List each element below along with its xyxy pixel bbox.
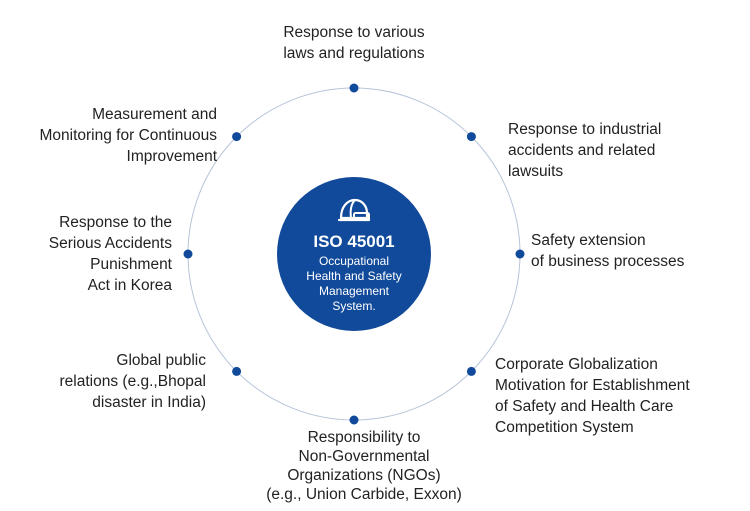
- node-dot-industrial-accidents: [466, 132, 476, 142]
- node-label-laws: Response to various laws and regulations: [283, 24, 425, 62]
- node-dot-public-relations: [232, 366, 242, 376]
- node-label-serious-accidents-act: Response to the Serious Accidents Punish…: [48, 214, 172, 294]
- center-circle: ISO 45001 Occupational Health and Safety…: [277, 177, 431, 331]
- node-dot-laws: [349, 83, 359, 93]
- node-label-monitoring: Measurement and Monitoring for Continuou…: [39, 106, 218, 165]
- node-dot-serious-accidents-act: [183, 249, 193, 259]
- node-label-safety-extension: Safety extension of business processes: [531, 232, 685, 270]
- node-label-ngos: Responsibility to Non-Governmental Organ…: [266, 429, 462, 503]
- node-label-globalization: Corporate Globalization Motivation for E…: [495, 356, 690, 436]
- node-label-industrial-accidents: Response to industrial accidents and rel…: [508, 121, 662, 180]
- center-subtitle: Occupational Health and Safety Managemen…: [306, 254, 402, 313]
- center-title: ISO 45001: [313, 232, 395, 251]
- safety-helmet-icon: [337, 198, 371, 222]
- node-label-public-relations: Global public relations (e.g.,Bhopal dis…: [59, 352, 206, 411]
- node-dot-globalization: [466, 366, 476, 376]
- node-dot-safety-extension: [515, 249, 525, 259]
- node-dot-ngos: [349, 415, 359, 425]
- node-dot-monitoring: [232, 132, 242, 142]
